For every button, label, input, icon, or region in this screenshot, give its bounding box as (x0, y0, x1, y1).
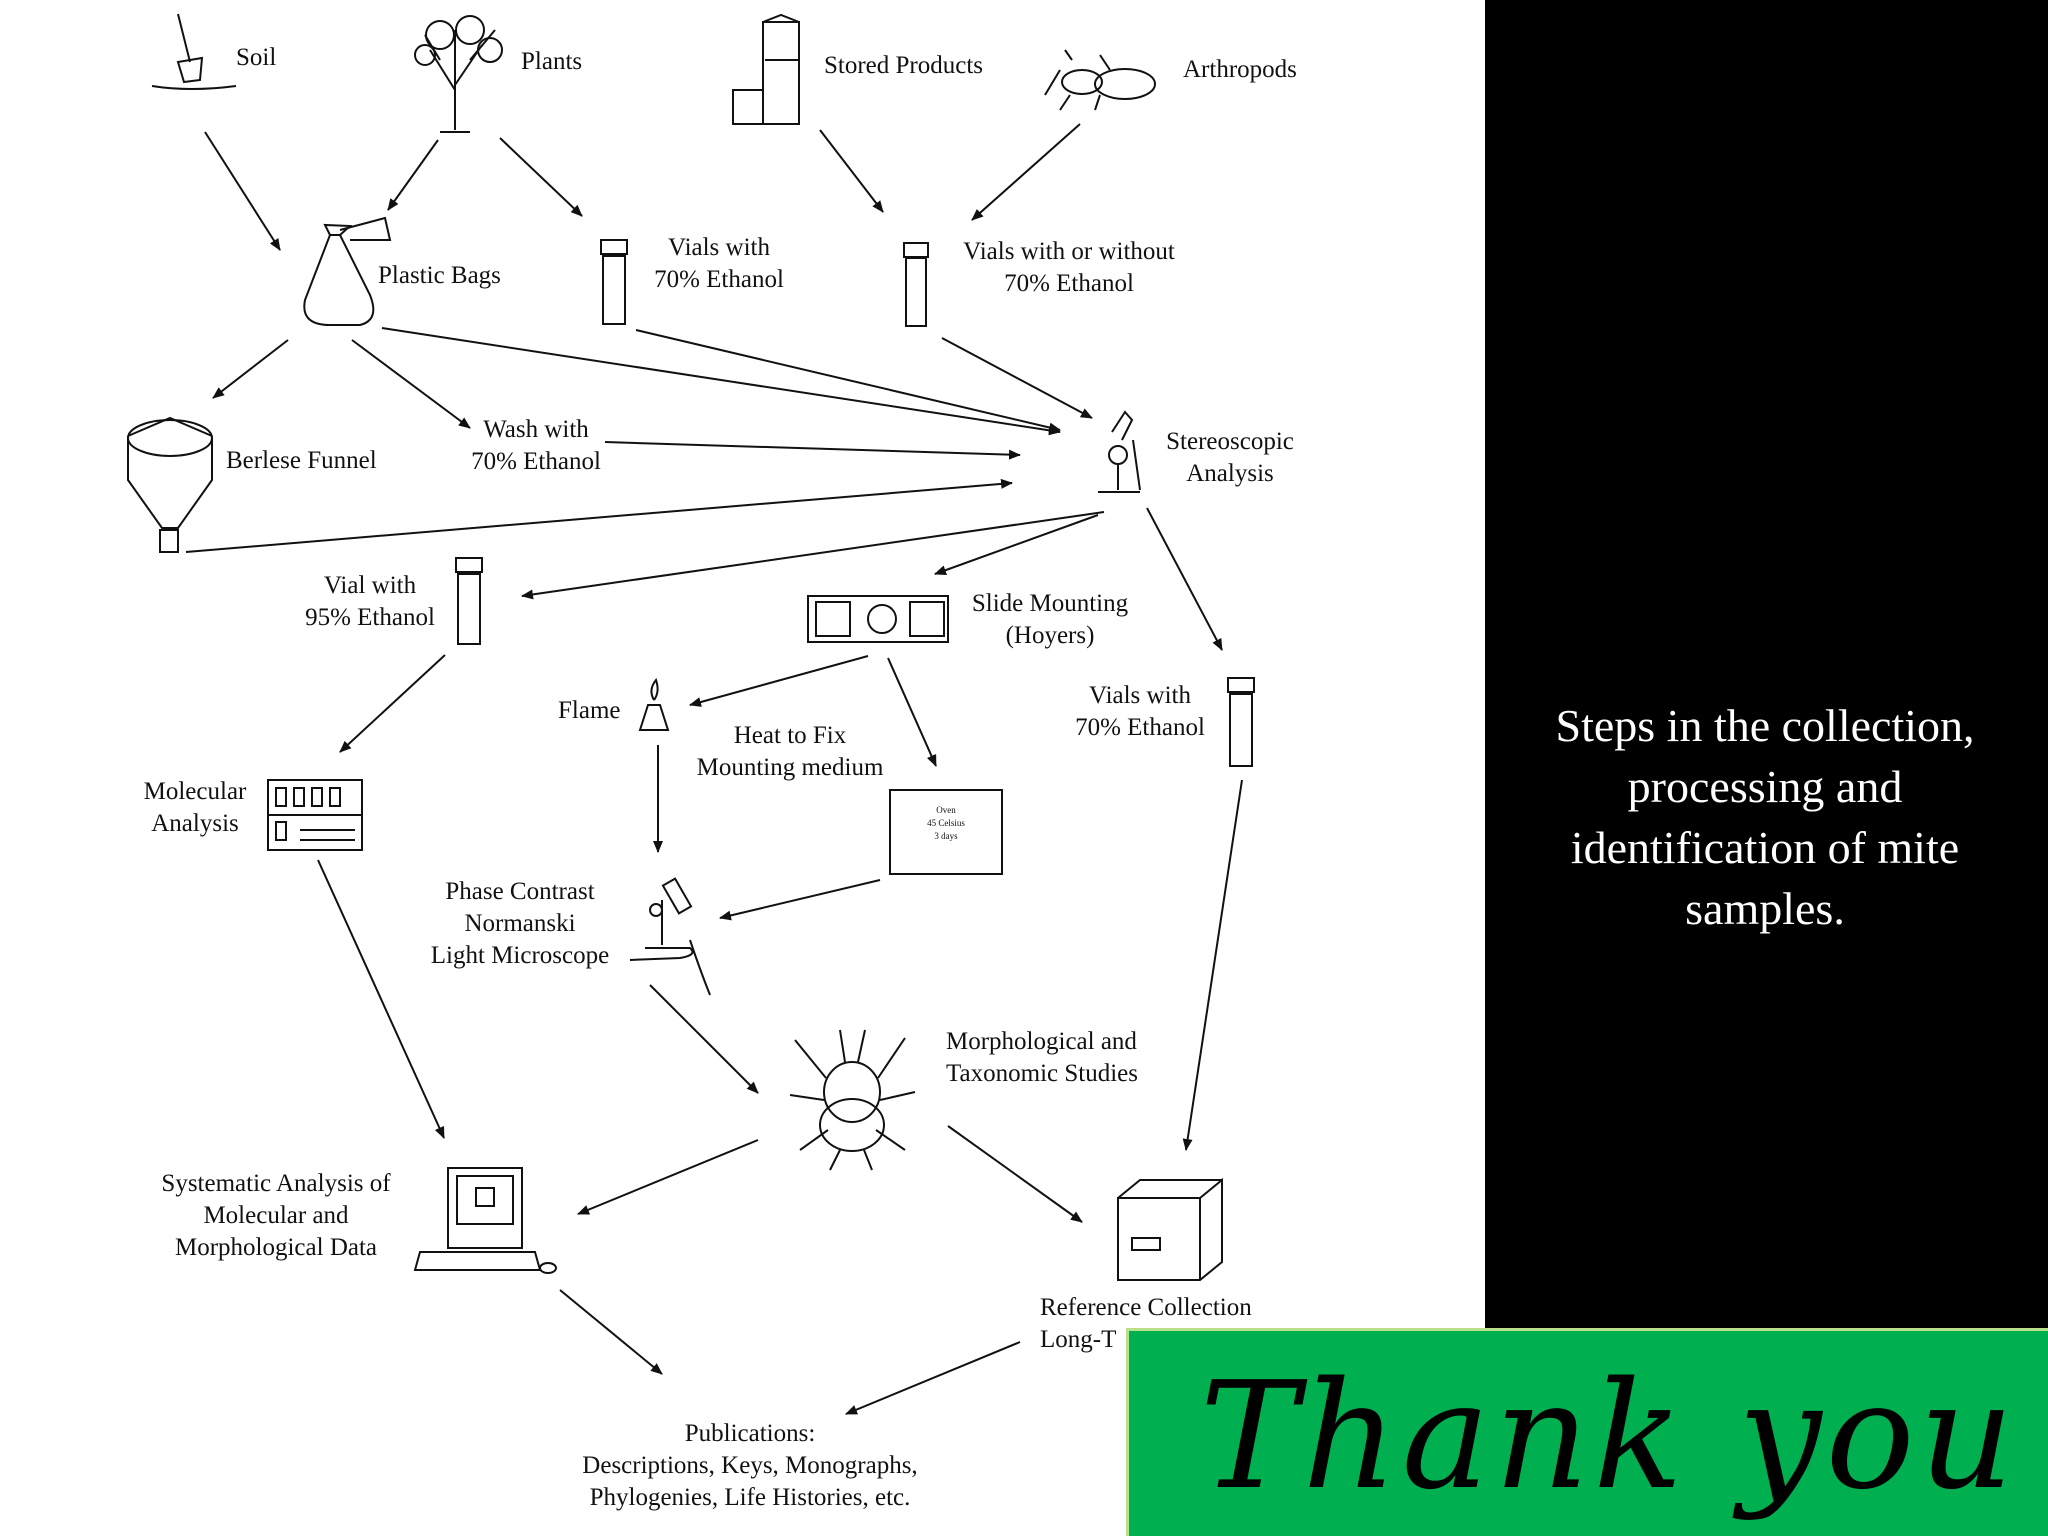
label-wash-ethanol: Wash with 70% Ethanol (471, 416, 601, 475)
shovel-icon (151, 13, 237, 90)
label-arthropods: Arthropods (1183, 56, 1297, 83)
flame-icon (638, 677, 670, 731)
label-soil: Soil (236, 44, 277, 71)
silo-icon (732, 13, 800, 125)
label-morphological-studies: Morphological and Taxonomic Studies (946, 1028, 1138, 1087)
label-vials-70-ethanol: Vials with 70% Ethanol (654, 234, 784, 293)
label-slide-mounting: Slide Mounting (Hoyers) (971, 590, 1129, 649)
label-vials-70-ethanol-b: Vials with 70% Ethanol (1075, 682, 1205, 741)
funnel-icon (127, 416, 213, 553)
label-publications: Publications: Descriptions, Keys, Monogr… (582, 1420, 918, 1511)
label-plants: Plants (521, 48, 583, 75)
slide-icon (807, 595, 949, 643)
diagram-graphics (127, 13, 1255, 1415)
label-molecular-analysis: Molecular Analysis (143, 778, 247, 837)
flow-arrows (185, 123, 1243, 1415)
arthropod-icon (1044, 49, 1156, 111)
label-oven-note: Oven 45 Celsius 3 days (927, 805, 965, 841)
label-reference-collection: Reference Collection Long-T (1040, 1294, 1252, 1353)
label-heat-to-fix: Heat to Fix Mounting medium (696, 722, 884, 781)
label-plastic-bags: Plastic Bags (378, 262, 501, 289)
molecular-device-icon (267, 779, 363, 851)
stereo-microscope-icon (1098, 410, 1141, 493)
oven-note-box (889, 789, 1003, 875)
thank-you-text: Thank you (1199, 1350, 2018, 1522)
label-flame: Flame (558, 697, 621, 724)
light-microscope-icon (629, 877, 711, 996)
thank-you-banner: Thank you (1126, 1328, 2048, 1536)
label-berlese-funnel: Berlese Funnel (226, 447, 377, 474)
label-vials-with-or-without: Vials with or without 70% Ethanol (963, 238, 1175, 297)
plant-icon (414, 15, 503, 133)
mite-icon (789, 1029, 916, 1171)
plastic-bag-icon (303, 216, 392, 326)
label-stored-products: Stored Products (824, 52, 984, 79)
label-systematic-analysis: Systematic Analysis of Molecular and Mor… (161, 1170, 391, 1261)
label-vial-95-ethanol: Vial with 95% Ethanol (305, 572, 435, 631)
vial-icon (455, 239, 1255, 767)
computer-icon (413, 1167, 557, 1274)
workflow-diagram: Soil Plants Stored Products Arthropods P… (0, 0, 1485, 1536)
label-phase-contrast: Phase Contrast Normanski Light Microscop… (430, 878, 610, 969)
cabinet-icon (1117, 1177, 1223, 1281)
label-stereoscopic-analysis: Stereoscopic Analysis (1166, 428, 1294, 487)
slide-caption: Steps in the collection, processing and … (1555, 700, 1975, 934)
